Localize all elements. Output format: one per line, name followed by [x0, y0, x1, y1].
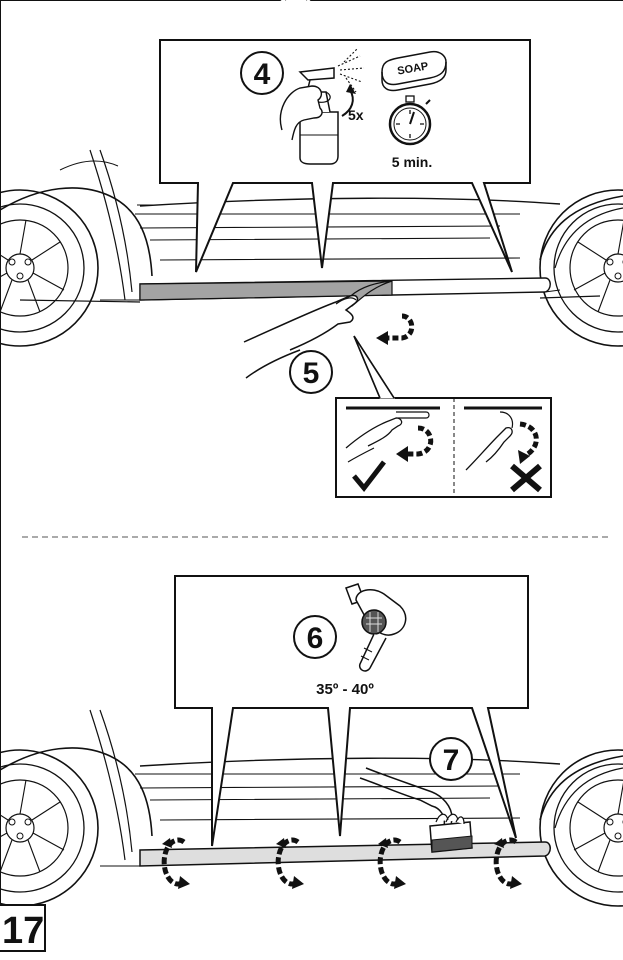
- step7-number: 7: [443, 744, 460, 777]
- temperature-range: 35º - 40º: [316, 681, 374, 698]
- peel-technique-detail: [336, 336, 551, 497]
- protective-strip-applied: [140, 842, 550, 866]
- step4-callout: 4 5x SOAP 5 min.: [160, 40, 530, 272]
- peel-arrow-icon: [376, 316, 412, 345]
- step6-number: 6: [307, 622, 324, 655]
- car-illustration-bottom: [0, 710, 623, 906]
- wait-time: 5 min.: [392, 154, 432, 170]
- spray-count: 5x: [348, 107, 364, 123]
- page-number: 17: [0, 904, 46, 952]
- step5-number: 5: [303, 357, 320, 390]
- step6-callout: 6 35º - 40º: [175, 576, 528, 846]
- step4-number: 4: [254, 58, 271, 91]
- squeegee-icon: [360, 768, 472, 852]
